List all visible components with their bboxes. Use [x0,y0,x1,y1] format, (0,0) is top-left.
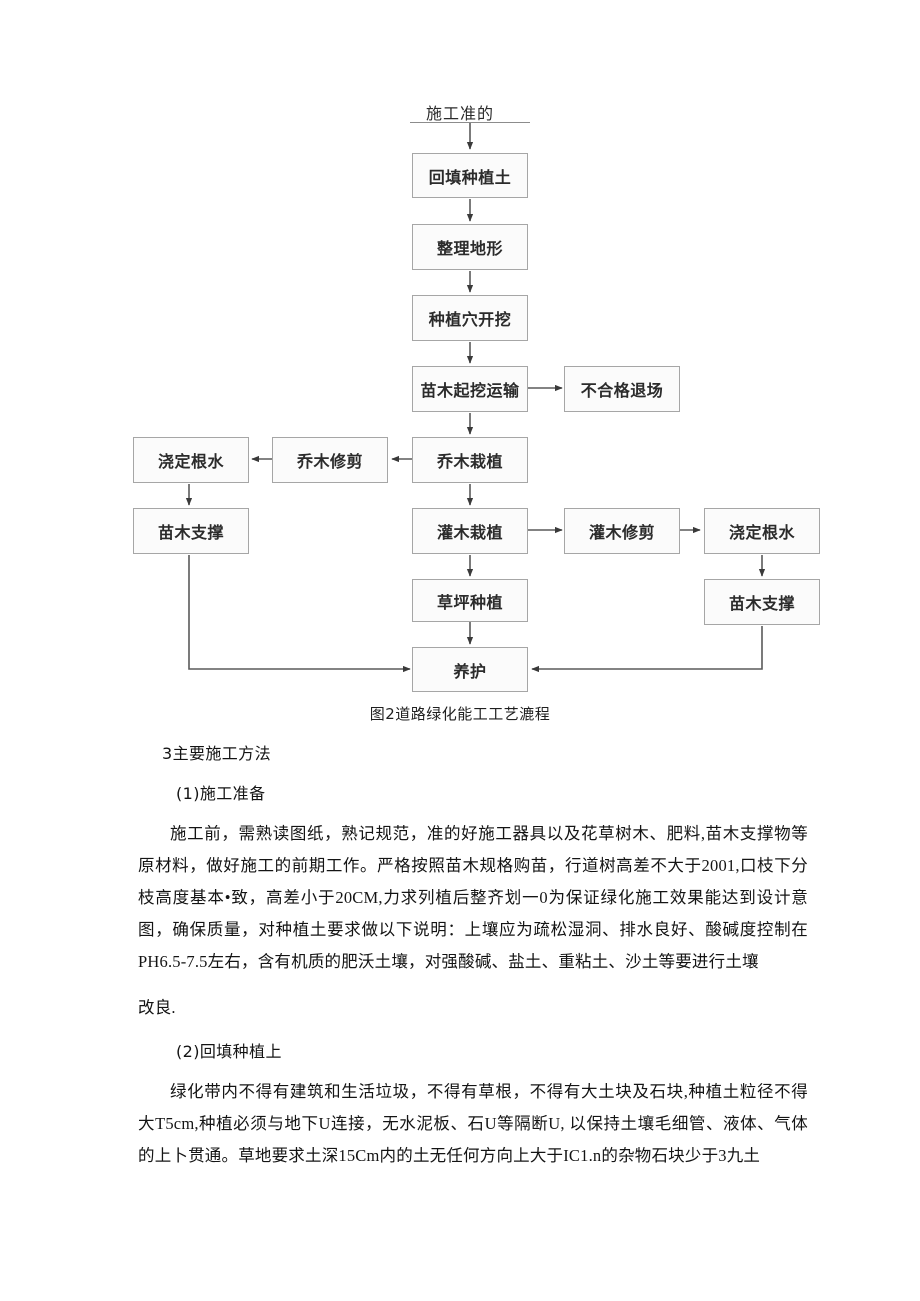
flowchart-node-terrain-leveling[interactable]: 整理地形 [412,224,528,270]
flowchart-node-root-watering-tree[interactable]: 浇定根水 [133,437,249,483]
flowchart-node-planting-hole-excavation[interactable]: 种植穴开挖 [412,295,528,341]
paragraph-construction-preparation: 施工前，需熟读图纸，熟记规范，准的好施工器具以及花草树木、肥料,苗木支撑物等原材… [138,824,808,971]
figure-caption: 图2道路绿化能工工艺漉程 [369,705,551,723]
flowchart-node-seedling-support-shrub[interactable]: 苗木支撑 [704,579,820,625]
flowchart-node-tree-pruning[interactable]: 乔木修剪 [272,437,388,483]
subheading-construction-preparation: (1)施工准备 [176,784,266,803]
flowchart-node-shrub-planting[interactable]: 灌木栽植 [412,508,528,554]
subheading-backfill-soil: (2)回填种植上 [176,1042,282,1061]
flowchart-node-root-watering-shrub[interactable]: 浇定根水 [704,508,820,554]
paragraph-construction-preparation-tail: 改良. [138,998,176,1017]
flowchart-figure: 施工准的 回填种植土 整理地形 种植穴开挖 苗木起挖运输 不合格退场 乔木栽植 … [133,104,820,692]
flowchart-start-rule [410,122,530,123]
flowchart-start-label: 施工准的 [426,104,495,123]
flowchart-node-shrub-pruning[interactable]: 灌木修剪 [564,508,680,554]
flowchart-node-seedling-digging-transport[interactable]: 苗木起挖运输 [412,366,528,412]
flowchart-node-tree-planting[interactable]: 乔木栽植 [412,437,528,483]
flowchart-node-maintenance[interactable]: 养护 [412,647,528,692]
flowchart-node-seedling-support-tree[interactable]: 苗木支撑 [133,508,249,554]
document-body: 3主要施工方法 (1)施工准备 施工前，需熟读图纸，熟记规范，准的好施工器具以及… [138,740,808,1186]
flowchart-node-lawn-planting[interactable]: 草坪种植 [412,579,528,622]
flowchart-node-backfill-soil[interactable]: 回填种植土 [412,153,528,198]
paragraph-backfill-soil: 绿化带内不得有建筑和生活垃圾，不得有草根，不得有大土块及石块,种植土粒径不得大T… [138,1082,808,1165]
section-heading-main: 3主要施工方法 [162,744,271,763]
flowchart-node-reject-unqualified[interactable]: 不合格退场 [564,366,680,412]
